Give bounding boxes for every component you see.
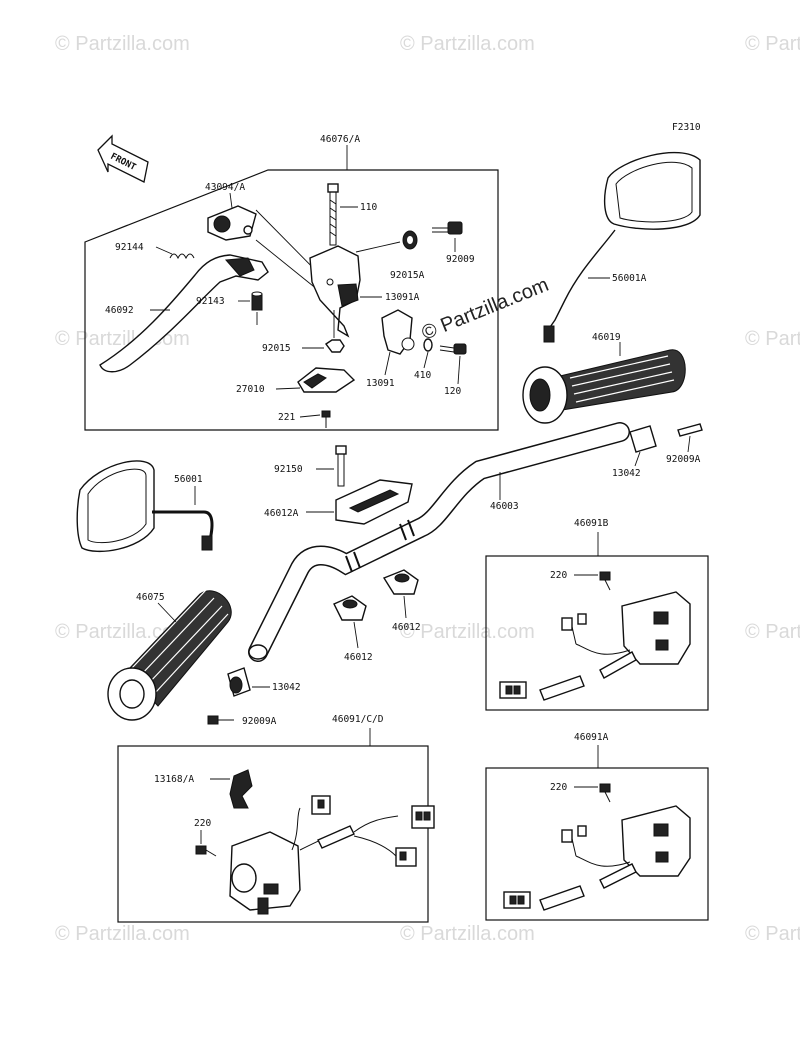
label-46091CD: 46091/C/D [332,714,384,725]
label-46012-a: 46012 [344,652,373,663]
clutch-switch [297,367,356,393]
label-56001A: 56001A [612,273,647,284]
label-13042-left: 13042 [272,682,301,693]
bolt-92150 [335,445,347,487]
center-watermark: © Partzilla.com [419,274,552,345]
screw-92009A-right [677,423,703,437]
bar-end-weight-left [227,667,251,697]
watermark-text: © Partzilla.com [745,621,800,643]
screw-92009 [432,221,463,235]
switch-box-46091A [485,767,709,921]
label-46012-b: 46012 [392,622,421,633]
grip-right [522,349,686,424]
lever-bracket [207,205,257,241]
front-arrow-icon: FRONT [97,134,149,183]
label-46091A: 46091A [574,732,609,743]
watermark-text: © Partzilla.com [55,621,190,643]
screw-221 [321,410,331,428]
watermark-text: © Partzilla.com [745,923,800,945]
label-92015A: 92015A [390,270,425,281]
right-switch-housing-b [499,591,691,701]
bar-end-weight-right [629,425,657,453]
bolt-110 [327,183,339,246]
label-13091: 13091 [366,378,395,389]
bolt-120 [439,343,467,355]
screw-220-a [599,783,611,803]
label-110: 110 [360,202,377,213]
label-13168A: 13168/A [154,774,194,785]
label-92143: 92143 [196,296,225,307]
diagram-code: F2310 [672,122,701,133]
label-220-b: 220 [550,570,567,581]
bracket-13168A [229,769,253,809]
label-92009A-right: 92009A [666,454,701,465]
label-92144: 92144 [115,242,144,253]
lever-holder [309,245,361,338]
watermark-text: © Partzilla.com [400,621,535,643]
label-92015: 92015 [262,343,291,354]
watermark-text: © Partzilla.com [400,33,535,55]
label-43094A: 43094/A [205,182,245,193]
lever-assembly-box [84,169,499,431]
label-221: 221 [278,412,295,423]
label-220-c: 220 [194,818,211,829]
label-220-a: 220 [550,782,567,793]
watermark-text: © Partzilla.com [55,33,190,55]
label-46003: 46003 [490,501,519,512]
mirror-left [76,460,214,553]
handlebar-holder-lower-a [333,595,367,621]
label-46012A: 46012A [264,508,299,519]
label-120: 120 [444,386,461,397]
left-switch-housing [229,795,435,915]
label-56001: 56001 [174,474,203,485]
switch-box-46091B [485,555,709,711]
clutch-lever [99,254,269,373]
watermark-text: © Partzilla.com [400,923,535,945]
screw-92009A-left [207,715,234,725]
label-46091B: 46091B [574,518,609,529]
nut-92015A [402,230,418,250]
label-92150: 92150 [274,464,303,475]
switch-box-46091CD [117,745,429,923]
label-92009: 92009 [446,254,475,265]
nut-92015 [324,339,345,353]
label-27010: 27010 [236,384,265,395]
mirror-right [543,151,701,343]
screw-220-b [599,571,611,591]
grip-left [107,589,232,721]
clamp-13091 [381,309,415,355]
label-46019: 46019 [592,332,621,343]
screw-220-c [195,845,217,857]
handlebar-holder-upper [335,479,413,525]
watermark-text: © Partzilla.com [745,33,800,55]
watermark-text: © Partzilla.com [745,328,800,350]
handlebar-holder-lower-b [382,569,419,595]
label-46075: 46075 [136,592,165,603]
label-46092: 46092 [105,305,134,316]
watermark-text: © Partzilla.com [55,923,190,945]
handlebar [248,422,630,662]
collar [251,291,263,311]
label-92009A-left: 92009A [242,716,277,727]
washer-410 [423,338,433,352]
right-switch-housing-a [503,805,691,911]
label-410: 410 [414,370,431,381]
label-46076A: 46076/A [320,134,360,145]
label-13042-right: 13042 [612,468,641,479]
label-13091A: 13091A [385,292,420,303]
spring [169,253,195,260]
